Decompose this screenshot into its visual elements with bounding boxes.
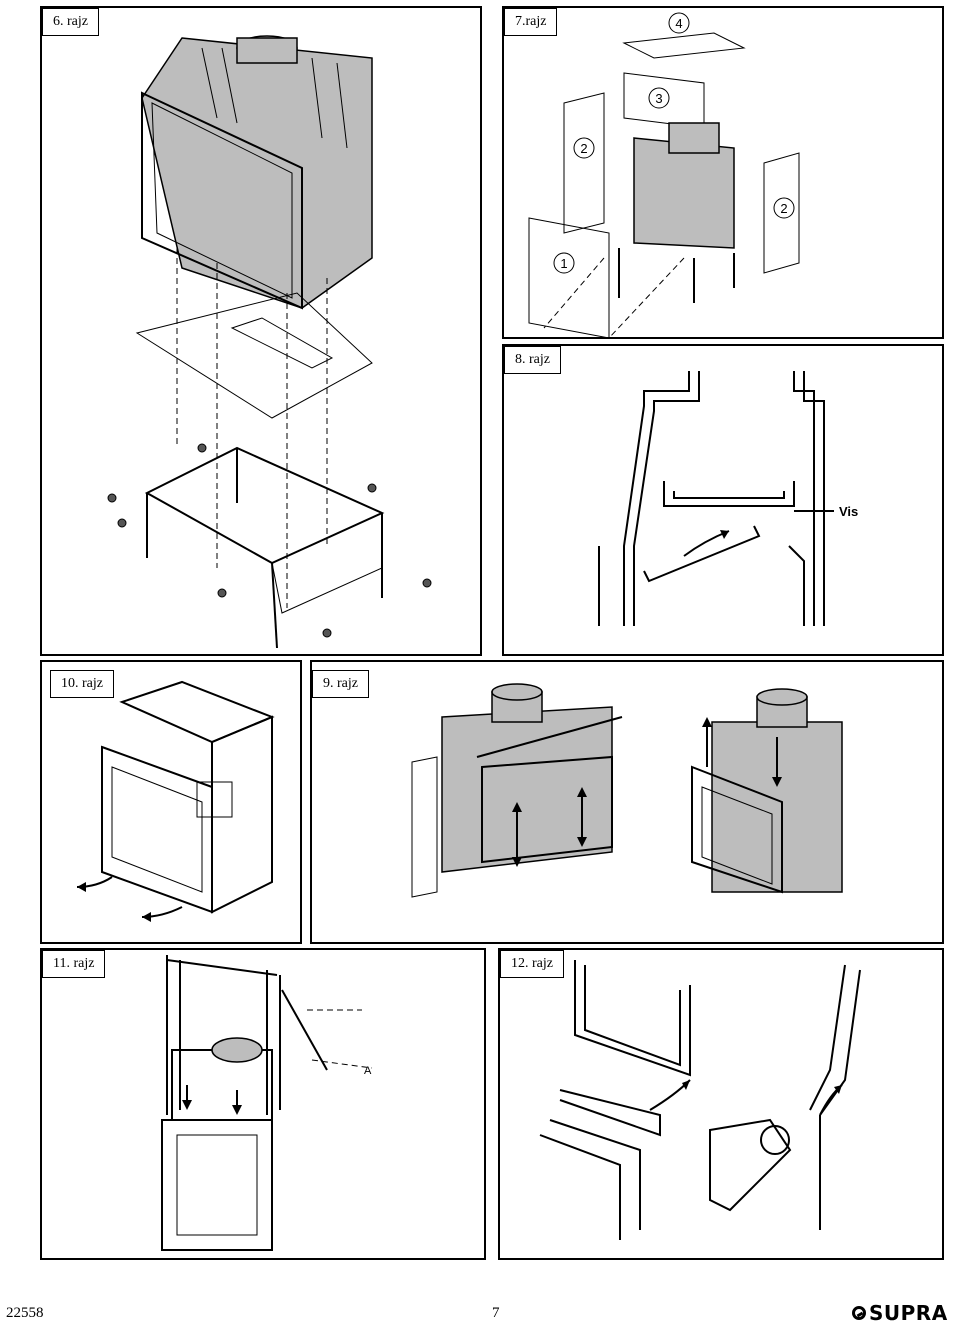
svg-text:1: 1 — [560, 256, 567, 271]
figure-6-label: 6. rajz — [42, 8, 99, 36]
callout-2-left: 2 — [573, 137, 595, 159]
supra-logo-icon — [852, 1306, 866, 1320]
supra-logo: SUPRA — [852, 1301, 948, 1325]
stand-frame — [144, 446, 385, 565]
figure-9-label: 9. rajz — [312, 670, 369, 698]
glass-door — [151, 102, 293, 299]
side-rail — [809, 964, 846, 1111]
fastening-label-a: A — [364, 1065, 372, 1077]
fastening-line-a — [311, 1059, 373, 1069]
svg-text:2: 2 — [780, 201, 787, 216]
door-frame-lower — [559, 1089, 661, 1137]
svg-text:3: 3 — [655, 91, 662, 106]
figure-7-label: 7.rajz — [504, 8, 558, 36]
door-frame — [141, 91, 303, 310]
glass-door — [111, 766, 203, 893]
figure-10-panel: 10. rajz — [40, 660, 302, 944]
fireplace-body — [161, 1119, 273, 1251]
glass-window — [176, 1134, 258, 1236]
figure-9-drawing — [411, 683, 843, 898]
vis-label: Vis — [839, 504, 858, 519]
side-panel-2-right — [763, 152, 800, 274]
figure-11-drawing: A — [161, 955, 373, 1251]
figure-10-label: 10. rajz — [50, 670, 114, 698]
figure-8-label: 8. rajz — [504, 346, 561, 374]
callout-4: 4 — [668, 12, 690, 34]
fireplace-insert — [633, 137, 735, 249]
figure-7-drawing: 4 3 2 2 1 — [528, 12, 800, 337]
hood-top — [119, 680, 275, 744]
callout-1: 1 — [553, 252, 575, 274]
figure-12-label: 12. rajz — [500, 950, 564, 978]
door-frame-upper — [574, 960, 691, 1077]
back-panel-3 — [623, 72, 705, 129]
front-frame — [101, 745, 213, 914]
deflector-plate — [643, 525, 761, 583]
lift-door-left — [481, 755, 613, 864]
figure-12-drawing — [539, 960, 861, 1240]
callout-2-right: 2 — [773, 197, 795, 219]
figure-9-panel: 9. rajz — [310, 660, 944, 944]
stand-leg — [271, 562, 278, 649]
right-wall — [793, 371, 815, 626]
figure-10-drawing — [76, 680, 275, 922]
figure-8-drawing: Vis — [598, 371, 858, 626]
page-number: 7 — [492, 1305, 500, 1321]
figure-6-drawing — [107, 35, 432, 649]
fireplace-body — [141, 37, 373, 309]
figure-6-panel: 6. rajz — [40, 6, 482, 656]
callout-3: 3 — [648, 87, 670, 109]
inner-frame — [663, 481, 795, 507]
top-plate-4 — [622, 32, 746, 59]
document-number: 22558 — [6, 1305, 44, 1321]
bracket-detail — [709, 1118, 792, 1212]
left-wall — [623, 371, 690, 626]
figure-8-panel: 8. rajz Vis — [502, 344, 944, 656]
flue-pipe — [236, 37, 298, 64]
door-rail — [476, 716, 623, 758]
figure-12-panel: 12. rajz — [498, 948, 944, 1260]
svg-text:2: 2 — [580, 141, 587, 156]
fireplace-left — [441, 706, 613, 873]
base-plate — [135, 292, 373, 419]
side-panel-2-left — [563, 92, 605, 234]
figure-7-panel: 7.rajz 4 3 2 2 1 — [502, 6, 944, 339]
lift-door-right — [691, 765, 783, 894]
brand-name: SUPRA — [869, 1301, 948, 1325]
svg-text:4: 4 — [675, 16, 682, 31]
figure-11-panel: 11. rajz A — [40, 948, 486, 1260]
front-panel-1 — [528, 217, 610, 337]
figure-11-label: 11. rajz — [42, 950, 106, 978]
